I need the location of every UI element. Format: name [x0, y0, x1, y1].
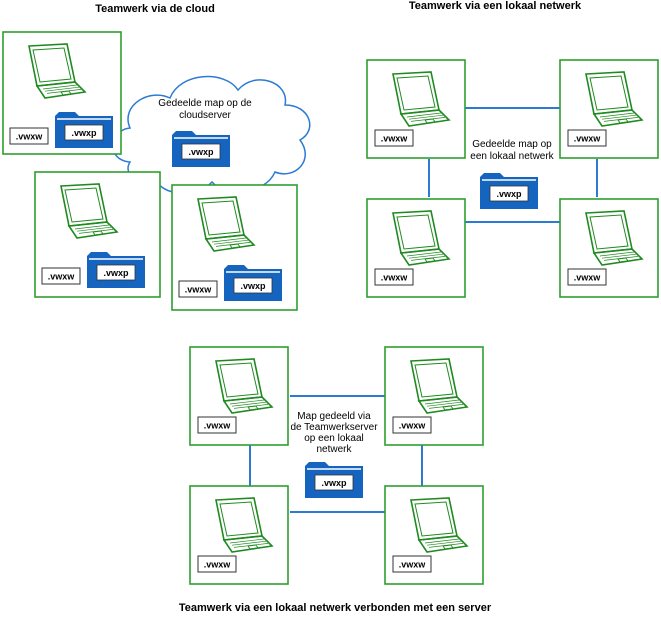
file-extension-label: .vwxw [185, 285, 213, 295]
local-label-line-1: Gedeelde map op [472, 139, 552, 150]
computer-cloud-3: .vwxw .vwxp [171, 184, 298, 311]
server-label-line-4: netwerk [316, 444, 352, 455]
file-extension-label: .vwxw [16, 132, 44, 142]
title-local-network: Teamwerk via een lokaal netwerk [409, 0, 582, 12]
file-extension-label: .vwxp [240, 281, 266, 291]
file-extension-label: .vwxw [399, 421, 427, 431]
cloud-label-line-1: Gedeelde map op de [158, 98, 252, 109]
computer-cloud-2: .vwxw .vwxp [34, 171, 161, 298]
laptop-icon [60, 183, 119, 239]
file-label: .vwxw [197, 555, 237, 573]
laptop-icon [410, 358, 469, 414]
computer-server-1: .vwxw [189, 346, 289, 446]
laptop-icon [410, 497, 469, 553]
file-extension-label: .vwxw [381, 273, 409, 283]
local-label-line-2: een lokaal netwerk [470, 151, 554, 162]
server-label-line-3: op een lokaal [304, 433, 364, 444]
laptop-icon [585, 210, 644, 266]
file-label: .vwxw [374, 268, 414, 286]
computer-local-3: .vwxw [366, 198, 466, 298]
file-label: .vwxw [41, 267, 81, 285]
laptop-icon [215, 358, 274, 414]
shared-folder-icon: .vwxp [480, 173, 538, 209]
file-extension-label: .vwxw [399, 560, 427, 570]
folder-icon: .vwxp [480, 173, 538, 209]
computer-local-2: .vwxw [559, 59, 659, 159]
file-extension-label: .vwxw [381, 134, 409, 144]
computer-local-4: .vwxw [559, 198, 659, 298]
file-extension-label: .vwxp [496, 189, 522, 199]
file-extension-label: .vwxp [321, 478, 347, 488]
computer-server-2: .vwxw [384, 346, 484, 446]
file-extension-label: .vwxw [48, 272, 76, 282]
computer-server-4: .vwxw [384, 485, 484, 585]
network-lines-local [428, 107, 598, 223]
file-label: .vwxw [178, 280, 218, 298]
file-label: .vwxw [567, 268, 607, 286]
cloud-label-line-2: cloudserver [179, 110, 231, 121]
shared-folder-icon: .vwxp [172, 131, 230, 167]
folder-icon: .vwxp [172, 131, 230, 167]
server-label-line-1: Map gedeeld via [297, 411, 371, 422]
laptop-icon [215, 497, 274, 553]
file-label: .vwxw [197, 416, 237, 434]
file-extension-label: .vwxw [204, 560, 232, 570]
file-label: .vwxw [9, 127, 49, 145]
network-lines-server [249, 395, 423, 513]
folder-icon: .vwxp [224, 265, 282, 301]
computer-local-1: .vwxw [366, 59, 466, 159]
title-cloud: Teamwerk via de cloud [95, 3, 215, 15]
shared-folder-icon: .vwxp [305, 462, 363, 498]
file-extension-label: .vwxp [103, 268, 129, 278]
file-label: .vwxw [392, 416, 432, 434]
file-label: .vwxw [374, 129, 414, 147]
computer-cloud-1: .vwxw .vwxp [2, 31, 122, 155]
folder-icon: .vwxp [305, 462, 363, 498]
laptop-icon [197, 196, 256, 252]
server-label-line-2: de Teamwerkserver [290, 422, 378, 433]
file-extension-label: .vwxw [574, 134, 602, 144]
laptop-icon [392, 71, 451, 127]
laptop-icon [392, 210, 451, 266]
folder-icon: .vwxp [87, 252, 145, 288]
file-extension-label: .vwxw [574, 273, 602, 283]
file-extension-label: .vwxp [188, 147, 214, 157]
computer-server-3: .vwxw [189, 485, 289, 585]
laptop-icon [28, 43, 87, 99]
title-server-network: Teamwerk via een lokaal netwerk verbonde… [179, 602, 492, 614]
laptop-icon [585, 71, 644, 127]
file-extension-label: .vwxp [71, 128, 97, 138]
folder-icon: .vwxp [55, 112, 113, 148]
file-extension-label: .vwxw [204, 421, 232, 431]
file-label: .vwxw [567, 129, 607, 147]
file-label: .vwxw [392, 555, 432, 573]
